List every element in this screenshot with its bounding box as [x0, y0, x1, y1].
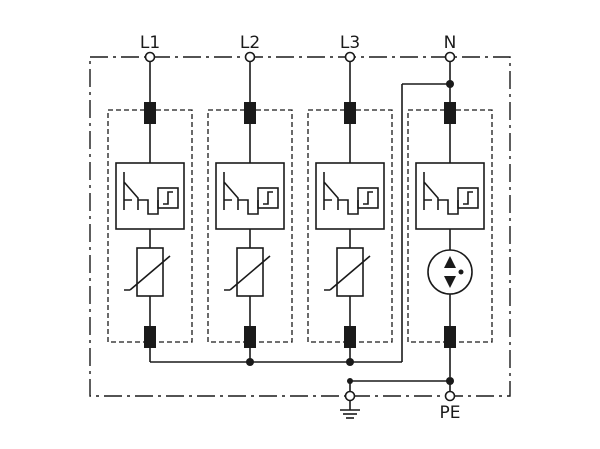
thermal-disconnector-icon — [215, 162, 285, 230]
terminal-l1 — [144, 51, 156, 63]
outer-enclosure — [89, 56, 511, 397]
terminal-pe — [444, 390, 456, 402]
varistor-icon — [124, 247, 171, 297]
terminal-l2 — [244, 51, 256, 63]
conductors — [149, 62, 451, 392]
terminal-label-l3: L3 — [340, 33, 360, 53]
spark-gap-icon — [427, 249, 473, 295]
terminal-earth — [344, 390, 356, 402]
terminal-label-l2: L2 — [240, 33, 260, 53]
contact-pins — [144, 102, 456, 348]
junction-l2-bus — [246, 358, 254, 366]
junction-l3-bus — [346, 358, 354, 366]
junction-n — [446, 80, 454, 88]
varistor-icon — [224, 247, 271, 297]
terminal-label-pe: PE — [440, 403, 461, 423]
terminal-n — [444, 51, 456, 63]
thermal-disconnector-icon — [115, 162, 185, 230]
thermal-disconnector-icon — [315, 162, 385, 230]
junction-earth — [347, 378, 353, 384]
earth-ground-icon — [340, 401, 360, 419]
terminal-label-l1: L1 — [140, 33, 160, 53]
junction-pe — [446, 377, 454, 385]
terminal-l3 — [344, 51, 356, 63]
terminal-label-n: N — [444, 33, 457, 53]
thermal-disconnector-icon — [415, 162, 485, 230]
varistor-icon — [324, 247, 371, 297]
